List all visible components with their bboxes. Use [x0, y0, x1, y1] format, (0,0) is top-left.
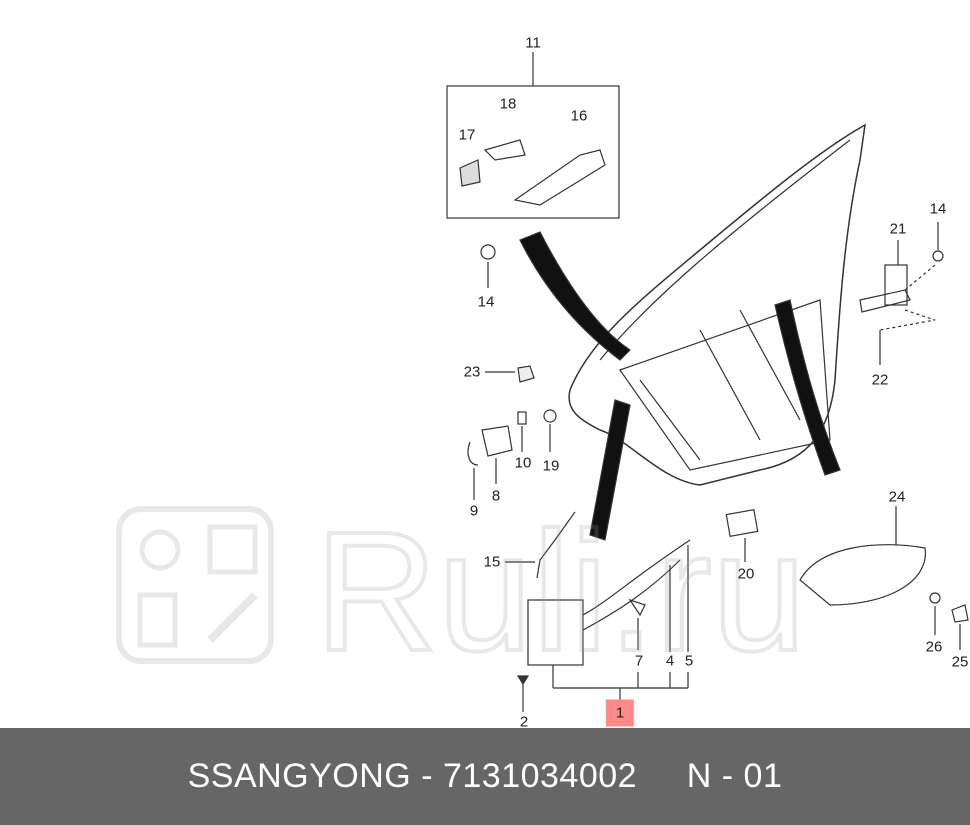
callout-21: 21 [889, 220, 907, 238]
footer-text: SSANGYONG - 7131034002 N - 01 [187, 757, 783, 795]
callout-18: 18 [499, 95, 517, 113]
callout-22: 22 [871, 371, 889, 389]
callout-26: 26 [925, 638, 943, 656]
parts-diagram [446, 52, 969, 712]
callout-5: 5 [684, 652, 694, 670]
callout-16: 16 [570, 107, 588, 125]
part-number-footer: SSANGYONG - 7131034002 N - 01 [0, 728, 970, 825]
callout-9: 9 [469, 502, 479, 520]
callout-14: 14 [477, 293, 495, 311]
door-panel [568, 123, 866, 486]
callout-20: 20 [737, 565, 755, 583]
callout-4: 4 [665, 652, 675, 670]
svg-text:Ruli.ru: Ruli.ru [315, 505, 806, 665]
seal-strip [774, 299, 841, 476]
callout-8: 8 [491, 487, 501, 505]
callout-7: 7 [634, 652, 644, 670]
callout-15: 15 [483, 553, 501, 571]
seal-strip [589, 399, 631, 541]
callout-10: 10 [514, 454, 532, 472]
callout-24: 24 [888, 488, 906, 506]
callout-1-highlighted: 1 [605, 699, 635, 727]
callout-23: 23 [463, 363, 481, 381]
callout-17: 17 [458, 126, 476, 144]
callout-19: 19 [542, 457, 560, 475]
watermark-logo: Ruli.ru [116, 505, 808, 665]
callout-25: 25 [951, 653, 969, 671]
callout-2: 2 [519, 713, 529, 731]
callout-11: 11 [525, 34, 541, 52]
door-latch [527, 599, 584, 666]
seal-strip [519, 231, 631, 361]
callout-14: 14 [929, 200, 947, 218]
